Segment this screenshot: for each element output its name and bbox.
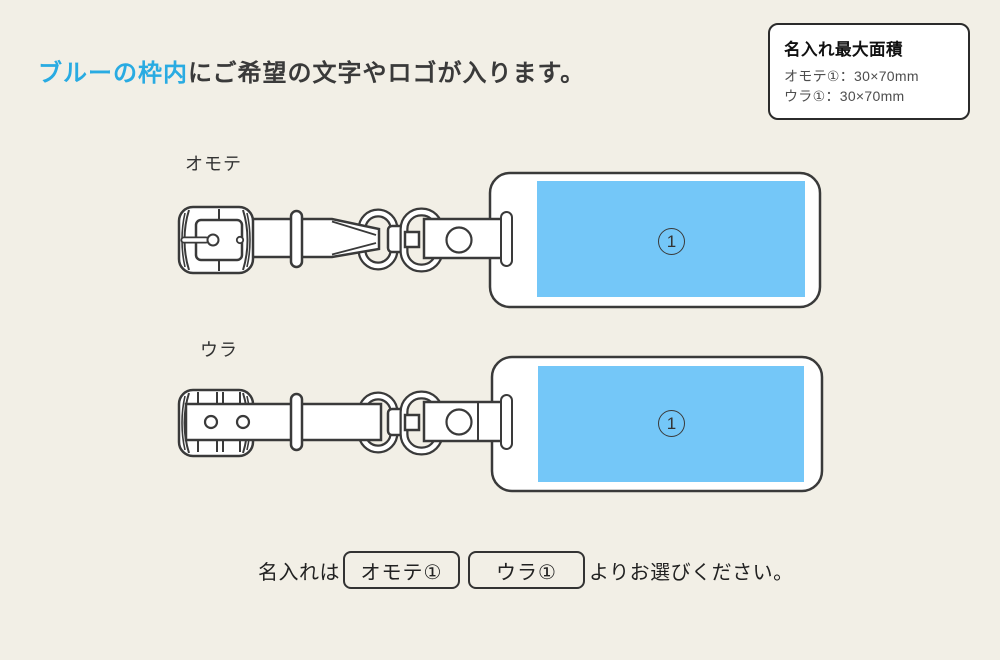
back-swivel-tab bbox=[403, 413, 421, 432]
back-strap-hole bbox=[445, 408, 473, 436]
back-tag-slot bbox=[500, 394, 513, 450]
back-view-drawing bbox=[177, 355, 824, 493]
back-keeper-loop bbox=[289, 392, 304, 452]
front-view-drawing bbox=[177, 171, 822, 309]
back-buckle-frame-lines bbox=[197, 392, 241, 452]
back-view-label: ウラ bbox=[200, 340, 238, 360]
front-buckle bbox=[177, 205, 255, 275]
front-strap bbox=[246, 217, 381, 259]
heading-highlight: ブルーの枠内 bbox=[38, 60, 188, 87]
front-print-area-number: 1 bbox=[658, 228, 685, 255]
front-view-label: オモテ bbox=[185, 154, 242, 174]
front-strap-hole bbox=[445, 226, 473, 254]
front-swivel-tab bbox=[403, 230, 421, 249]
back-print-area-number: 1 bbox=[658, 410, 685, 437]
option-note-suffix: よりお選びください。 bbox=[589, 561, 794, 584]
option-back-button: ウラ① bbox=[468, 551, 585, 589]
back-strap-hole-1 bbox=[203, 414, 219, 430]
option-note-prefix: 名入れは bbox=[258, 561, 340, 584]
info-box-title: 名入れ最大面積 bbox=[784, 41, 903, 59]
front-buckle-hole bbox=[206, 233, 220, 247]
option-note: 名入れは オモテ① ウラ① よりお選びください。 bbox=[258, 549, 794, 591]
heading-rest: にご希望の文字やロゴが入ります。 bbox=[188, 60, 586, 87]
front-keeper-loop bbox=[289, 209, 304, 269]
option-front-button: オモテ① bbox=[343, 551, 460, 589]
info-line-front: オモテ①：30×70mm bbox=[784, 68, 919, 84]
imprint-size-info-box: 名入れ最大面積 オモテ①：30×70mm ウラ①：30×70mm bbox=[768, 23, 970, 120]
back-strap bbox=[184, 402, 383, 442]
info-line-back: ウラ①：30×70mm bbox=[784, 88, 905, 104]
front-tag-slot bbox=[500, 211, 513, 267]
page-title: ブルーの枠内にご希望の文字やロゴが入ります。 bbox=[38, 53, 585, 88]
back-strap-hole-2 bbox=[235, 414, 251, 430]
